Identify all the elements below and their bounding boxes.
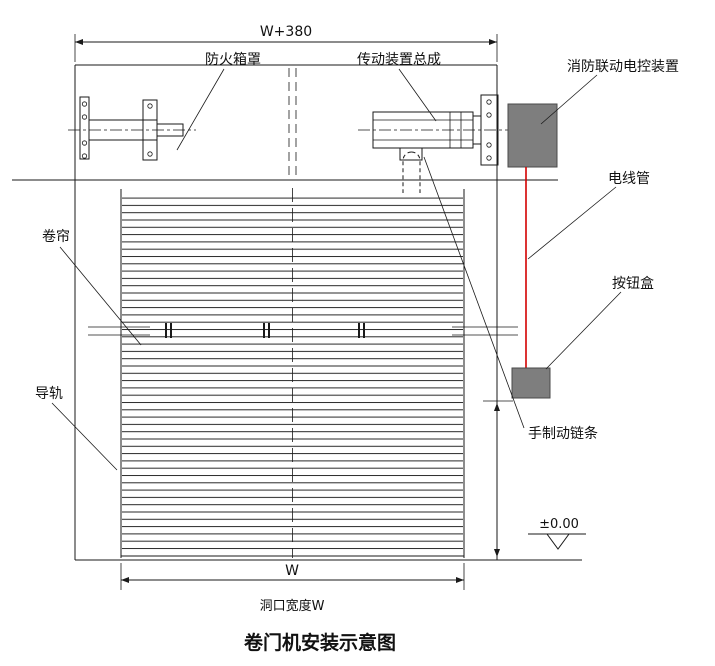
level-symbol: ±0.00 (528, 517, 586, 550)
chain-sprocket-housing (399, 147, 423, 161)
leader-lines (51, 68, 622, 471)
electrical-group (507, 103, 558, 399)
label-conduit: 电线管 (608, 171, 650, 187)
leader-fire-control (540, 74, 598, 125)
mount-bracket (142, 99, 158, 161)
label-hand-brake-chain: 手制动链条 (528, 425, 598, 442)
label-fire-control-device: 消防联动电控装置 (567, 59, 679, 75)
chain-loop (402, 151, 421, 394)
dimension-right-height (483, 400, 513, 557)
label-button-box: 按钮盒 (612, 275, 654, 292)
button-box (511, 367, 551, 399)
dimension-bottom-width-text: W (285, 563, 299, 579)
left-bearing-assembly (68, 96, 196, 161)
slat-lock-marks (165, 323, 365, 338)
leader-hand-chain (423, 156, 525, 429)
label-guide-rail: 导轨 (35, 386, 63, 402)
label-drive-assembly: 传动装置总成 (357, 52, 441, 68)
opening-width-note: 洞口宽度W (260, 598, 325, 614)
leader-curtain (59, 246, 142, 346)
hand-brake-chain (402, 151, 421, 394)
leader-conduit (527, 186, 617, 260)
labels: 防火箱罩 传动装置总成 消防联动电控装置 电线管 按钮盒 卷帘 导轨 手制动链条 (35, 52, 679, 442)
fire-control-device-box (507, 103, 558, 168)
ground-level-text: ±0.00 (539, 517, 579, 532)
dimension-top-width-text: W+380 (260, 24, 312, 40)
dimension-top-width: W+380 (74, 24, 498, 62)
drive-assembly (358, 94, 518, 166)
diagram-title: 卷门机安装示意图 (243, 631, 396, 654)
fire-box-housing (12, 64, 558, 181)
label-curtain: 卷帘 (42, 229, 70, 245)
leader-fire-box (176, 68, 225, 151)
leader-button-box (545, 291, 622, 370)
motor-mount-plate (480, 94, 499, 166)
leader-drive-assembly (398, 68, 437, 122)
rolling-curtain (88, 188, 518, 558)
dimension-bottom-width: W 洞口宽度W (120, 563, 465, 614)
label-fire-box-cover: 防火箱罩 (205, 52, 261, 68)
level-triangle-icon (546, 533, 570, 550)
leader-guide-rail (51, 402, 118, 471)
